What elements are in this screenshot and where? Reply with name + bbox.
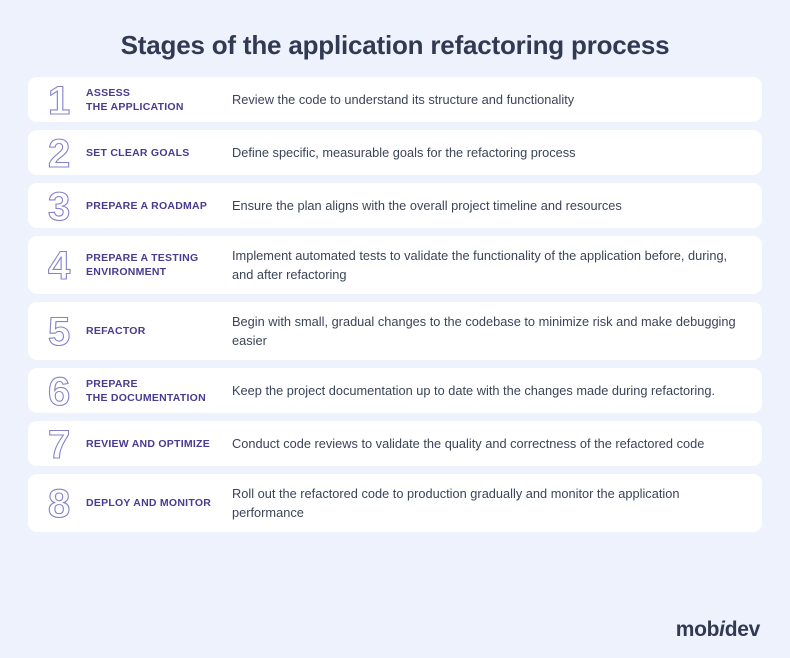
step-label-5: REFACTOR bbox=[86, 324, 228, 338]
step-number-1-glyph: 1 bbox=[48, 79, 70, 122]
step-description-1: Review the code to understand its struct… bbox=[232, 92, 575, 108]
step-label-1-line2: THE APPLICATION bbox=[86, 100, 184, 113]
step-number-2-icon: 2 bbox=[42, 131, 86, 175]
step-number-6-icon: 6 bbox=[42, 369, 86, 413]
step-number-6-glyph: 6 bbox=[48, 370, 70, 413]
logo-part-i: i bbox=[719, 618, 725, 641]
step-number-4-icon: 4 bbox=[42, 243, 86, 288]
step-label-2: SET CLEAR GOALS bbox=[86, 146, 228, 160]
step-label-8-line1: DEPLOY AND MONITOR bbox=[86, 497, 212, 510]
mobidev-logo: mobidev bbox=[675, 618, 761, 641]
step-label-5-line1: REFACTOR bbox=[86, 325, 146, 338]
step-label-2-line1: SET CLEAR GOALS bbox=[86, 146, 190, 159]
step-label-8: DEPLOY AND MONITOR bbox=[86, 496, 228, 510]
step-label-6-line1: PREPARE bbox=[86, 377, 138, 390]
step-label-6: PREPARE THE DOCUMENTATION bbox=[86, 377, 228, 405]
step-card-4[interactable]: 4 PREPARE A TESTING ENVIRONMENT Implemen… bbox=[28, 236, 762, 295]
step-label-7-line1: REVIEW AND OPTIMIZE bbox=[86, 437, 210, 450]
step-description-2: Define specific, measurable goals for th… bbox=[232, 145, 576, 161]
step-description-8: Roll out the refactored code to producti… bbox=[232, 486, 680, 521]
step-description-5: Begin with small, gradual changes to the… bbox=[232, 314, 736, 349]
step-number-8-icon: 8 bbox=[42, 481, 86, 526]
step-number-2-glyph: 2 bbox=[48, 132, 70, 175]
step-label-6-line2: THE DOCUMENTATION bbox=[86, 391, 206, 404]
step-label-4-line2: ENVIRONMENT bbox=[86, 266, 167, 279]
step-description-3: Ensure the plan aligns with the overall … bbox=[232, 198, 622, 214]
step-description-4: Implement automated tests to validate th… bbox=[232, 248, 728, 283]
step-description-6: Keep the project documentation up to dat… bbox=[232, 383, 716, 399]
step-card-2[interactable]: 2 SET CLEAR GOALS Define specific, measu… bbox=[28, 130, 762, 176]
step-card-1[interactable]: 1 ASSESS THE APPLICATION Review the code… bbox=[28, 77, 762, 123]
step-label-3: PREPARE A ROADMAP bbox=[86, 199, 228, 213]
step-number-7-glyph: 7 bbox=[48, 423, 70, 466]
step-number-3-icon: 3 bbox=[42, 184, 86, 228]
step-card-6[interactable]: 6 PREPARE THE DOCUMENTATION Keep the pro… bbox=[28, 368, 762, 414]
step-label-3-line1: PREPARE A ROADMAP bbox=[86, 199, 208, 212]
step-label-4-line1: PREPARE A TESTING bbox=[86, 252, 199, 265]
title-container: Stages of the application refactoring pr… bbox=[0, 0, 790, 77]
step-description-7: Conduct code reviews to validate the qua… bbox=[232, 436, 705, 452]
step-number-5-glyph: 5 bbox=[48, 310, 70, 353]
step-number-7-icon: 7 bbox=[42, 422, 86, 466]
steps-list: 1 ASSESS THE APPLICATION Review the code… bbox=[0, 77, 790, 607]
logo-part-1: mob bbox=[675, 618, 720, 641]
step-label-4: PREPARE A TESTING ENVIRONMENT bbox=[86, 251, 228, 279]
step-number-5-icon: 5 bbox=[42, 309, 86, 354]
step-number-4-glyph: 4 bbox=[48, 244, 71, 287]
step-label-1: ASSESS THE APPLICATION bbox=[86, 86, 228, 114]
step-number-8-glyph: 8 bbox=[48, 482, 70, 525]
step-card-8[interactable]: 8 DEPLOY AND MONITOR Roll out the refact… bbox=[28, 474, 762, 533]
footer: mobidev bbox=[0, 607, 790, 658]
step-card-5[interactable]: 5 REFACTOR Begin with small, gradual cha… bbox=[28, 302, 762, 361]
step-number-3-glyph: 3 bbox=[48, 185, 70, 228]
step-card-3[interactable]: 3 PREPARE A ROADMAP Ensure the plan alig… bbox=[28, 183, 762, 229]
page-title: Stages of the application refactoring pr… bbox=[120, 30, 670, 60]
step-number-1-icon: 1 bbox=[42, 78, 86, 122]
step-card-7[interactable]: 7 REVIEW AND OPTIMIZE Conduct code revie… bbox=[28, 421, 762, 467]
logo-part-3: dev bbox=[724, 618, 761, 641]
step-label-7: REVIEW AND OPTIMIZE bbox=[86, 437, 228, 451]
step-label-1-line1: ASSESS bbox=[86, 86, 131, 99]
